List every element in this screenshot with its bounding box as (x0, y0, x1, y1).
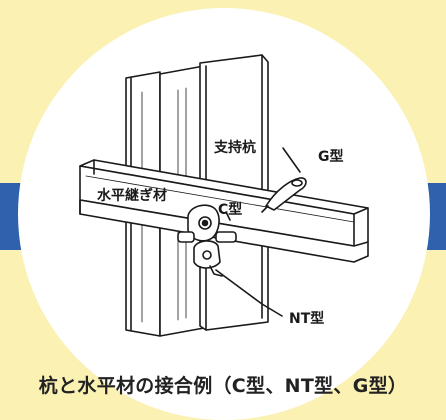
c-type-label: C型 (218, 201, 242, 218)
horizontal-member-label: 水平継ぎ材 (97, 187, 167, 204)
g-type-clamp (261, 177, 307, 213)
nt-type-clamp (193, 240, 223, 277)
horizontal-member (79, 159, 369, 263)
g-type-leader (282, 147, 301, 173)
diagram-caption: 杭と水平材の接合例（C型、NT型、G型） (38, 375, 408, 397)
nt-type-leader (215, 269, 283, 317)
support-pile-label: 支持杭 (213, 139, 256, 156)
c-type-clamp (177, 204, 237, 243)
nt-type-label: NT型 (289, 310, 324, 327)
c-type-leader (225, 211, 231, 221)
g-type-label: G型 (318, 148, 344, 165)
